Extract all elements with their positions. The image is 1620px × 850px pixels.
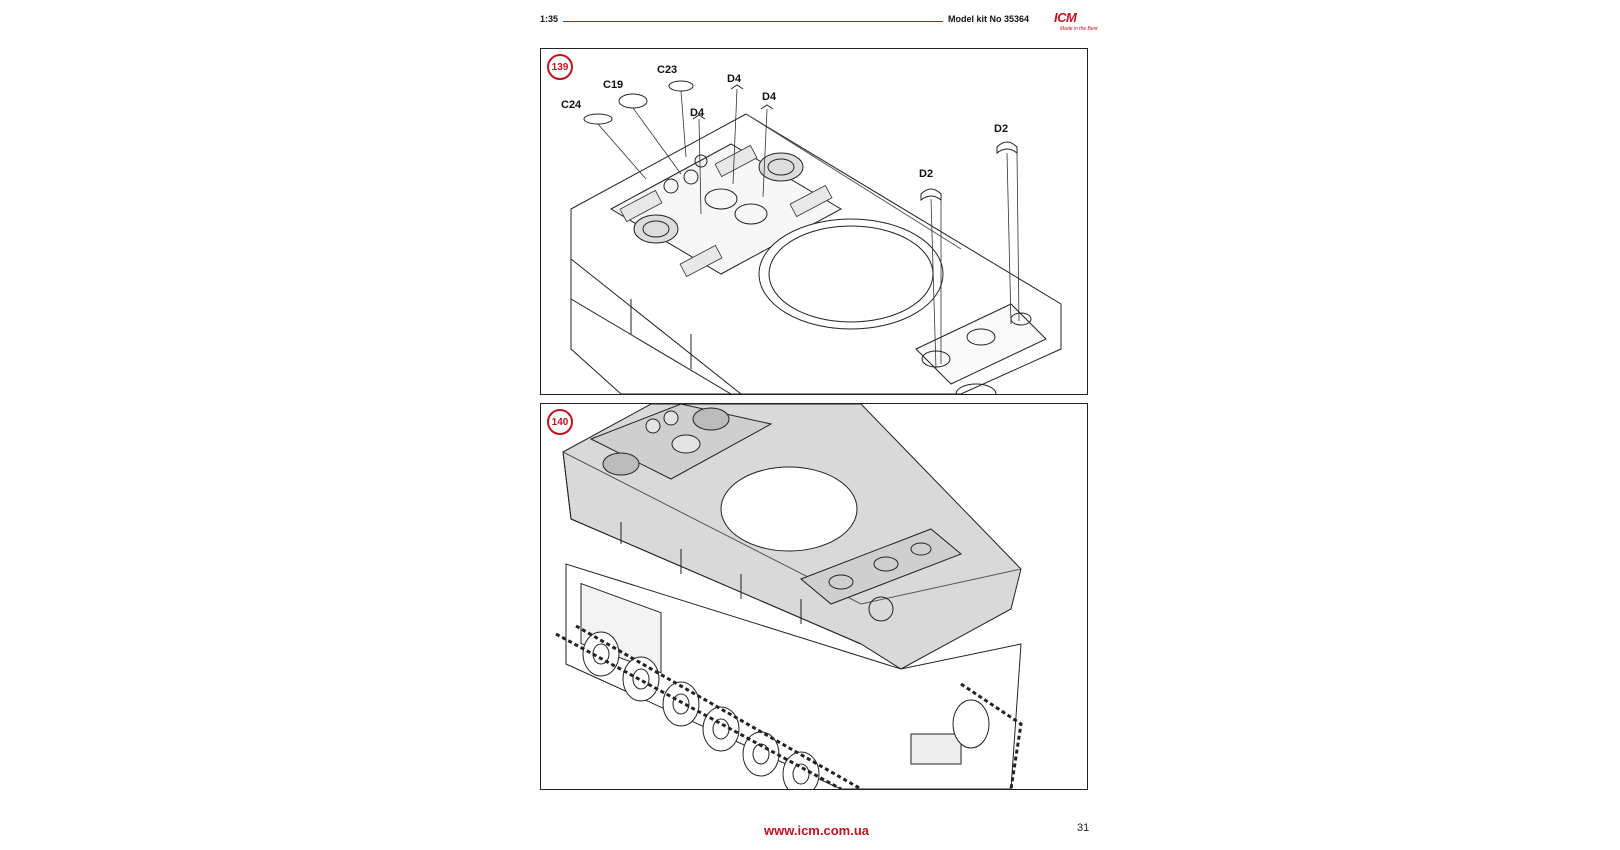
part-label-d4-b: D4 (762, 91, 777, 103)
part-label-d4-c: D4 (690, 107, 705, 119)
kit-number: Model kit No 35364 (948, 14, 1030, 24)
page-number: 31 (1077, 822, 1090, 834)
part-label-c19: C19 (603, 79, 624, 91)
part-label-c24: C24 (561, 99, 582, 111)
step-number-badge: 139 (547, 54, 573, 80)
step-139-drawing (570, 80, 1062, 394)
header-divider (563, 21, 943, 22)
part-label-c23: C23 (657, 64, 678, 76)
step-140-panel: 140 (540, 403, 1088, 790)
brand-tagline: Made in the Best (1060, 26, 1098, 32)
step-139-panel: 139 C23 C19 C24 D4 D4 D4 D2 D2 (540, 48, 1088, 395)
part-label-d2-a: D2 (919, 168, 934, 180)
part-label-d4-a: D4 (727, 73, 742, 85)
part-label-d2-b: D2 (994, 123, 1009, 135)
website-link[interactable]: www.icm.com.ua (764, 823, 869, 838)
brand-logo: ICM (1054, 10, 1077, 25)
step-140-drawing (555, 404, 1023, 789)
step-number-badge: 140 (547, 409, 573, 435)
scale-label: 1:35 (540, 14, 559, 24)
